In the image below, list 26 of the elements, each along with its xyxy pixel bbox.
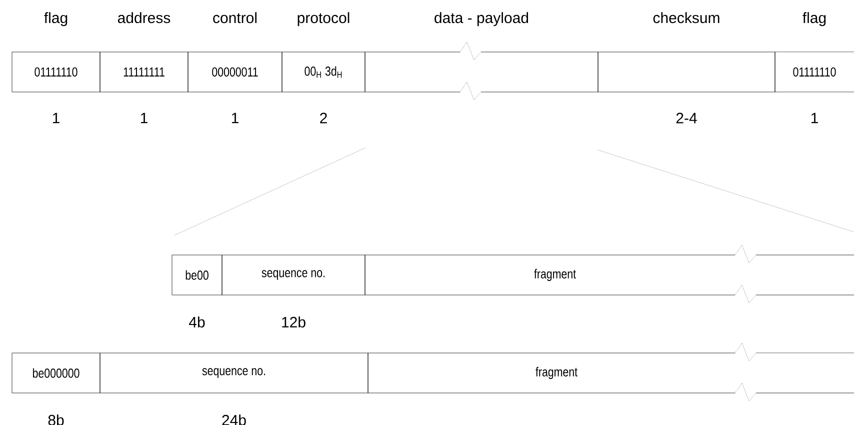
field-cell: 11111111 — [100, 52, 188, 92]
field-cell: 01111110 — [774, 52, 854, 92]
field-size: 12b — [282, 316, 306, 328]
field-name: control — [213, 12, 256, 24]
field-cell: 00$_{H}$ 3d$_{H}$ — [282, 52, 366, 92]
field-cell: sequence no. — [222, 254, 366, 296]
field-name: address — [118, 12, 170, 24]
field-cell: 01111110 — [12, 52, 100, 92]
field-name: flag — [802, 12, 826, 26]
field-size: 1 — [140, 112, 148, 124]
field-name: protocol — [298, 12, 350, 26]
field-name: checksum — [653, 12, 720, 24]
field-cell: fragment — [364, 244, 854, 304]
field-size: 4b — [189, 316, 205, 328]
field-cell: fragment — [368, 342, 854, 402]
field-cell: 00000011 — [188, 52, 282, 92]
field-size: 2-4 — [676, 112, 697, 124]
field-name: data - payload — [434, 12, 528, 26]
field-cell: be00 — [172, 254, 222, 296]
field-name: flag — [44, 12, 68, 26]
field-cell: be000000 — [12, 352, 100, 394]
field-size: 1 — [232, 112, 238, 124]
field-size: 1 — [811, 112, 818, 124]
field-size: 1 — [52, 112, 60, 124]
field-cell: sequence no. — [100, 352, 368, 394]
field-size: 2 — [320, 112, 327, 124]
